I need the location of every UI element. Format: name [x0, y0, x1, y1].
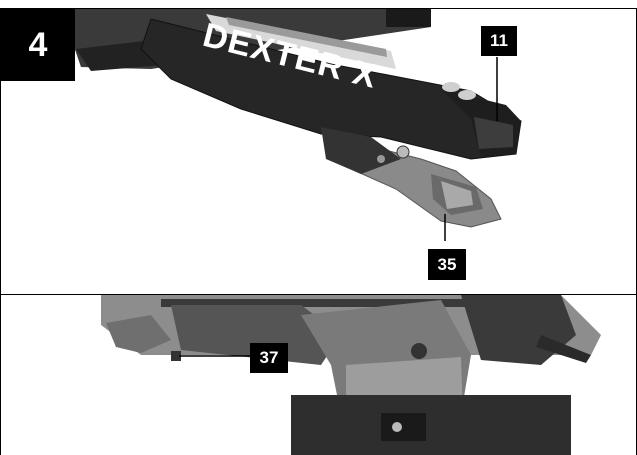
callout-37: 37 [250, 343, 288, 373]
figure-number: 4 [1, 9, 75, 81]
saw-handle-illustration [61, 9, 522, 241]
figure-top-panel: 4 DEXTER X 11 35 [0, 8, 637, 295]
figure-bottom-panel: 37 [0, 294, 637, 455]
callout-11: 11 [481, 26, 517, 56]
callout-35: 35 [428, 249, 466, 280]
saw-base-illustration [101, 295, 601, 455]
